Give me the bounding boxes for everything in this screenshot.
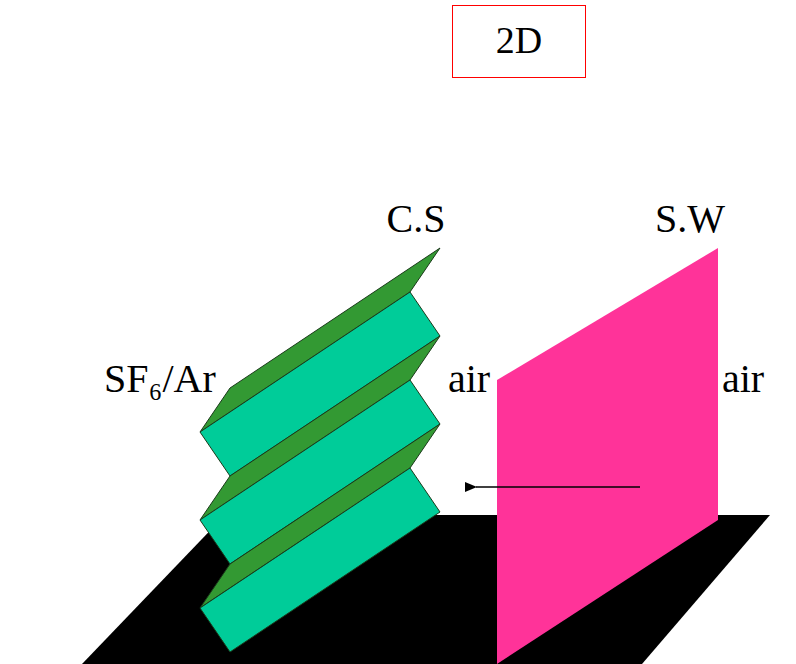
gas-label: air bbox=[448, 357, 490, 401]
title-box: 2D bbox=[452, 5, 586, 78]
corrugated-sheet bbox=[200, 248, 440, 652]
part-label: S.W bbox=[655, 197, 725, 241]
part-label: C.S bbox=[387, 197, 446, 241]
shock-wave-plane bbox=[497, 248, 718, 664]
motion-arrow bbox=[476, 486, 640, 488]
box-text: 2D bbox=[496, 20, 542, 62]
gas-label: air bbox=[722, 357, 764, 401]
sheet-facet bbox=[200, 468, 440, 652]
gas-label: SF₆/Ar bbox=[104, 357, 216, 401]
